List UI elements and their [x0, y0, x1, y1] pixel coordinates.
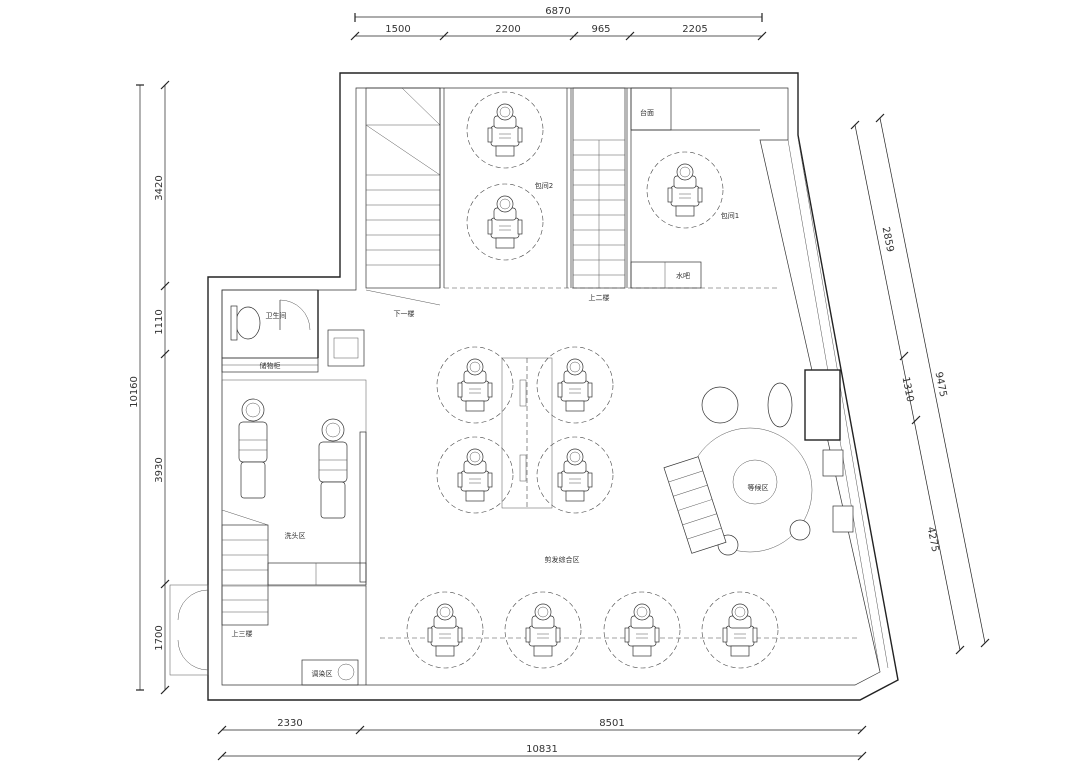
label-restroom: 卫生间 [266, 311, 287, 320]
label-up-stairs-3: 上三楼 [232, 629, 253, 638]
dim-left-total: 10160 [129, 376, 140, 408]
label-up-stairs-2: 上二楼 [589, 293, 610, 302]
label-perm-area: 调染区 [312, 669, 333, 678]
dim-top-seg-4: 2205 [682, 24, 707, 35]
bottom-dimensions: 2330 8501 10831 [217, 718, 867, 761]
central-stations [437, 347, 613, 513]
label-shampoo-area: 洗头区 [285, 531, 306, 540]
dim-right-total: 9475 [933, 371, 949, 398]
label-styling-area: 剪发综合区 [545, 555, 580, 564]
vip1-station [647, 152, 723, 228]
dim-left-seg-1: 3420 [154, 175, 165, 200]
dim-top-seg-3: 965 [591, 24, 610, 35]
outer-walls [169, 72, 899, 701]
shampoo-beds [238, 398, 348, 519]
dim-right-seg-2: 1310 [900, 376, 916, 403]
label-storage: 储物柜 [260, 361, 281, 370]
dim-top-seg-1: 1500 [385, 24, 410, 35]
dim-right-seg-3: 4275 [925, 526, 941, 553]
partitions [221, 87, 860, 686]
dim-top-total: 6870 [545, 6, 570, 17]
label-water-bar: 水吧 [676, 271, 690, 280]
top-dimensions: 6870 1500 2200 965 2205 [350, 6, 767, 41]
dim-top-seg-2: 2200 [495, 24, 520, 35]
left-dimensions: 10160 3420 1110 3930 1700 [129, 80, 170, 695]
dim-bottom-seg-1: 2330 [277, 718, 302, 729]
right-dimensions: 2859 1310 4275 9475 [850, 113, 990, 655]
label-down-stairs: 下一楼 [394, 309, 415, 318]
dim-bottom-seg-2: 8501 [599, 718, 624, 729]
label-waiting-area: 等候区 [748, 483, 769, 492]
room-labels: 包间2 包间1 台面 水吧 卫生间 储物柜 洗头区 等候区 剪发综合区 调染区 [260, 108, 769, 678]
dim-left-seg-2: 1110 [154, 309, 165, 334]
waiting-furniture [663, 382, 813, 556]
front-stations [407, 592, 778, 668]
label-vip-room-2: 包间2 [535, 181, 553, 190]
stairs-down: 下一楼 [365, 87, 441, 318]
dim-bottom-total: 10831 [526, 744, 558, 755]
dim-right-seg-1: 2859 [880, 226, 896, 253]
dim-left-seg-4: 1700 [154, 625, 165, 650]
label-vip-room-1: 包间1 [721, 211, 739, 220]
label-counter: 台面 [640, 108, 654, 117]
dim-left-seg-3: 3930 [154, 457, 165, 482]
stairs-up-3: 上三楼 [221, 509, 269, 638]
stairs-up-2: 上二楼 [572, 87, 626, 302]
vip2-stations [467, 92, 543, 260]
